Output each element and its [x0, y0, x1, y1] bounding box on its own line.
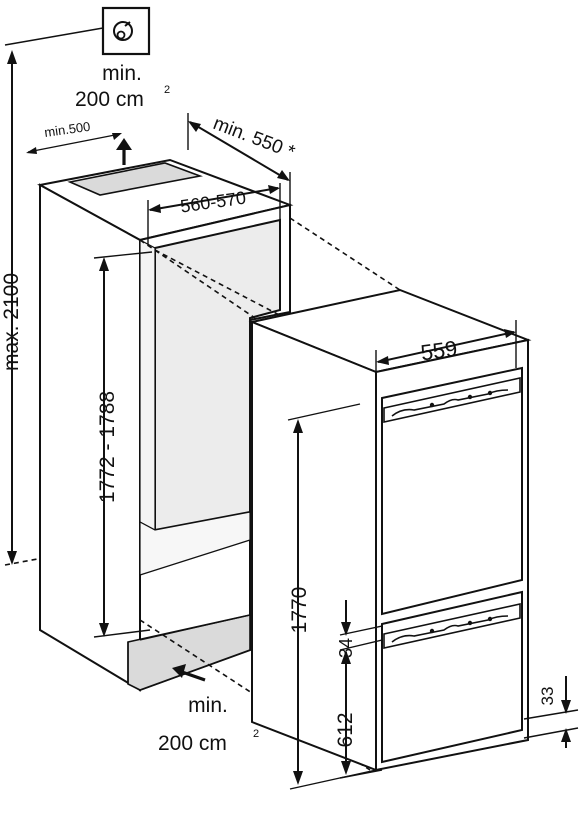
vent-bottom-area-text: 200 cm: [158, 732, 227, 755]
vent-top-min-text: min.: [102, 62, 142, 85]
airflow-arrow-in-icon: [172, 664, 206, 682]
niche-top-width-dimension: min.500: [26, 119, 122, 154]
vent-bottom-label: min. 200 cm 2: [158, 694, 259, 755]
appliance-width-dimension: 559: [375, 320, 517, 395]
max-height-dimension: max. 2100: [0, 27, 141, 566]
niche-depth-text: min. 550 *: [210, 113, 298, 163]
vent-top-area-exponent: 2: [164, 84, 170, 96]
vent-bottom-min-text: min.: [188, 694, 228, 717]
appliance-width-text: 559: [419, 336, 459, 366]
offset-33-dimension: 33: [523, 676, 579, 748]
vent-top-label: min. 200 cm 2: [75, 62, 170, 111]
door-612-dimension: 612: [334, 652, 383, 779]
vent-top-area-text: 200 cm: [75, 88, 144, 111]
appliance-height-text: 1770: [288, 587, 311, 634]
gap-34-dimension: 34: [336, 600, 383, 668]
gap-34-text: 34: [336, 638, 356, 658]
niche-height-dimension: 1772 - 1788: [93, 251, 153, 638]
appliance-height-dimension: 1770: [287, 403, 377, 790]
niche-top-width-text: min.500: [43, 119, 91, 140]
max-height-text: max. 2100: [0, 273, 23, 371]
airflow-arrow-up-icon: [116, 138, 132, 165]
ventilation-grille-icon: [101, 6, 151, 56]
vent-bottom-area-exponent: 2: [253, 728, 259, 740]
offset-33-text: 33: [538, 687, 557, 706]
door-612-text: 612: [334, 712, 357, 747]
niche-cabinet: [37, 158, 294, 692]
appliance: [248, 288, 532, 772]
niche-height-text: 1772 - 1788: [96, 391, 119, 503]
